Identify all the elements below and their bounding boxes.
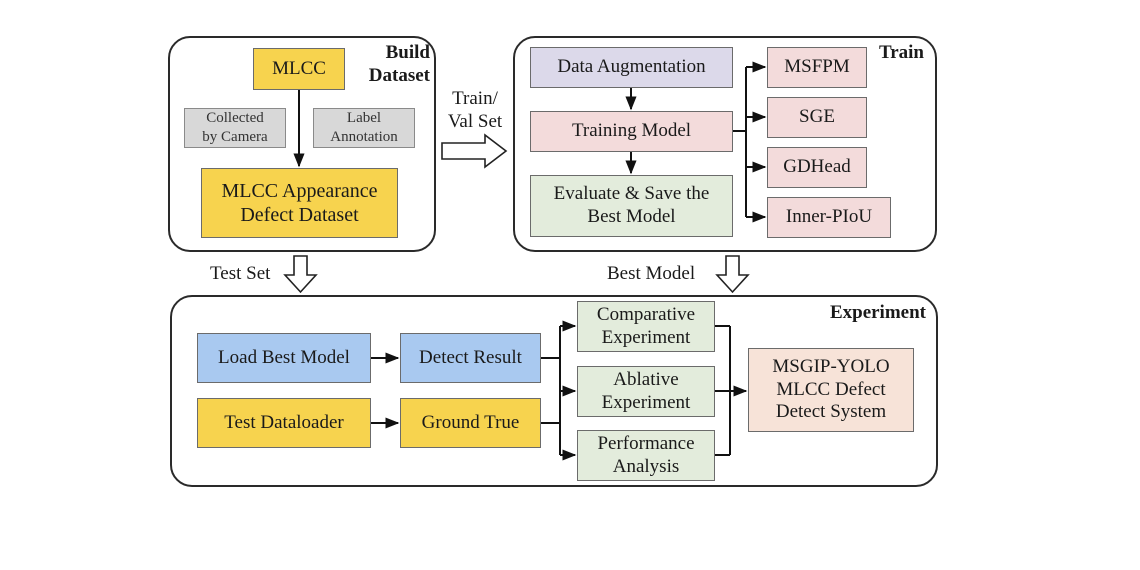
system-line2: MLCC Defect	[776, 378, 886, 400]
module-sge-label: SGE	[799, 106, 835, 128]
experiment-title-text: Experiment	[829, 302, 926, 323]
system-line3: Detect System	[775, 401, 887, 423]
train-val-line1: Train/	[452, 88, 498, 109]
collected-line1: Collected	[206, 110, 264, 127]
module-gdhead-box: GDHead	[767, 147, 867, 188]
data-augmentation-label: Data Augmentation	[557, 56, 706, 78]
build-dataset-title-line1: Build	[385, 42, 430, 63]
module-sge-box: SGE	[767, 97, 867, 138]
module-inner-piou-box: Inner-PIoU	[767, 197, 891, 238]
ablative-line1: Ablative	[613, 368, 679, 390]
system-line1: MSGIP-YOLO	[772, 355, 890, 377]
train-val-block-arrow	[441, 133, 508, 169]
data-augmentation-box: Data Augmentation	[530, 47, 733, 88]
comparative-line1: Comparative	[596, 303, 696, 325]
msgip-yolo-system-box: MSGIP-YOLO MLCC Defect Detect System	[748, 348, 914, 432]
best-model-label: Best Model	[607, 263, 696, 284]
defect-dataset-box: MLCC Appearance Defect Dataset	[201, 168, 398, 238]
mlcc-box: MLCC	[253, 48, 345, 90]
evaluate-line2: Best Model	[587, 206, 676, 227]
build-dataset-title-line2: Dataset	[368, 64, 430, 86]
ablative-experiment-box: Ablative Experiment	[577, 366, 715, 417]
ablative-line2: Experiment	[601, 391, 691, 413]
training-model-box: Training Model	[530, 111, 733, 152]
module-msfpm-label: MSFPM	[784, 56, 850, 78]
performance-line1: Performance	[597, 432, 695, 454]
ground-true-label: Ground True	[421, 411, 520, 433]
detect-result-label: Detect Result	[419, 346, 522, 368]
mlcc-label: MLCC	[272, 57, 326, 79]
train-title-text: Train	[878, 42, 924, 63]
ground-true-box: Ground True	[400, 398, 541, 448]
train-val-line2: Val Set	[447, 110, 503, 132]
dataset-line2: Defect Dataset	[240, 204, 359, 226]
test-set-block-arrow	[283, 255, 318, 294]
load-best-model-box: Load Best Model	[197, 333, 371, 383]
train-title: Train	[868, 42, 924, 65]
load-best-model-label: Load Best Model	[218, 346, 350, 368]
test-dataloader-box: Test Dataloader	[197, 398, 371, 448]
label-line2: Annotation	[330, 129, 398, 145]
test-dataloader-label: Test Dataloader	[224, 411, 344, 433]
evaluate-line1: Evaluate & Save the	[553, 183, 710, 205]
label-line1: Label	[346, 110, 382, 127]
performance-line2: Analysis	[612, 455, 680, 477]
module-msfpm-box: MSFPM	[767, 47, 867, 88]
training-model-label: Training Model	[571, 120, 692, 142]
collected-by-camera-box: Collected by Camera	[184, 108, 286, 148]
experiment-title: Experiment	[810, 302, 926, 325]
detect-result-box: Detect Result	[400, 333, 541, 383]
train-val-label: Train/ Val Set	[442, 88, 508, 134]
comparative-line2: Experiment	[601, 326, 691, 348]
module-gdhead-label: GDHead	[783, 156, 851, 178]
performance-analysis-box: Performance Analysis	[577, 430, 715, 481]
evaluate-save-box: Evaluate & Save the Best Model	[530, 175, 733, 237]
label-annotation-box: Label Annotation	[313, 108, 415, 148]
comparative-experiment-box: Comparative Experiment	[577, 301, 715, 352]
best-model-block-arrow	[715, 255, 750, 294]
build-dataset-title: Build Dataset	[355, 42, 430, 88]
module-inner-piou-label: Inner-PIoU	[785, 206, 873, 228]
dataset-line1: MLCC Appearance	[221, 180, 378, 202]
collected-line2: by Camera	[202, 129, 268, 145]
test-set-label: Test Set	[210, 263, 271, 284]
